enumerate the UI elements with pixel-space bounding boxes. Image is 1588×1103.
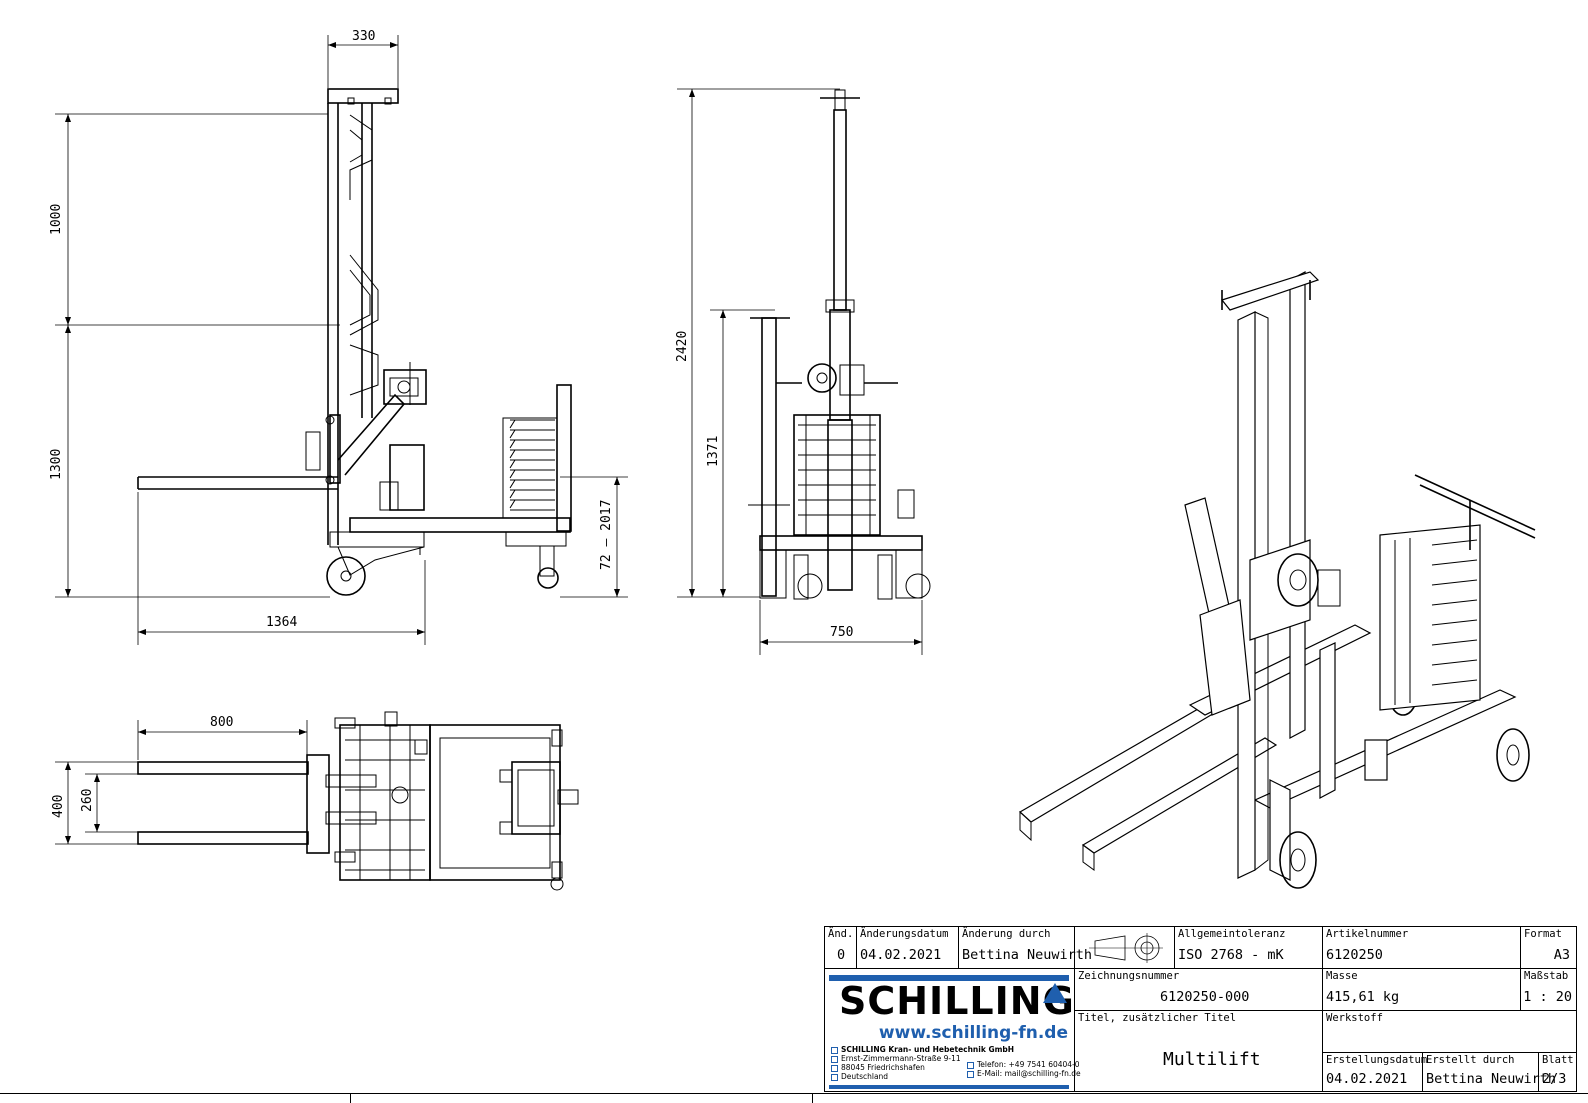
dim-overall-height: 2420	[675, 331, 690, 362]
dim-lower-height: 1300	[49, 449, 64, 480]
sheet-cell: Blatt 2/3	[1542, 1054, 1574, 1087]
company-logo-area: SCHILLING www.schilling-fn.de SCHILLING …	[825, 969, 1081, 1091]
changed-by-value: Bettina Neuwirth	[962, 947, 1093, 963]
dim-top-width: 330	[352, 29, 375, 44]
company-country: Deutschland	[841, 1072, 889, 1081]
format-value: A3	[1553, 947, 1570, 963]
company-phone: Telefon: +49 7541 60404-0	[977, 1060, 1080, 1069]
isometric-view	[1018, 271, 1536, 889]
company-name: SCHILLING Kran- und Hebetechnik GmbH	[841, 1045, 1015, 1054]
article-value: 6120250	[1326, 947, 1383, 963]
created-date-cell: Erstellungsdatum 04.02.2021	[1323, 1053, 1427, 1091]
dim-handle-height: 1371	[706, 436, 721, 467]
company-website: www.schilling-fn.de	[878, 1023, 1068, 1043]
title-block: Änd. 0 Änderungsdatum 04.02.2021 Änderun…	[824, 926, 1577, 1092]
change-date-value: 04.02.2021	[860, 947, 942, 963]
scale-value: 1 : 20	[1523, 989, 1572, 1005]
created-by-cell: Erstellt durch Bettina Neuwirth	[1423, 1053, 1556, 1091]
created-date-value: 04.02.2021	[1326, 1071, 1408, 1087]
sheet-value: 2/3	[1542, 1071, 1567, 1087]
title-cell: Titel, zusätzlicher Titel Multilift	[1075, 1011, 1323, 1091]
front-view: 2420 1371	[675, 88, 931, 655]
scale-cell: Maßstab 1 : 20	[1521, 969, 1576, 1011]
logo-bar	[829, 975, 1069, 981]
created-by-value: Bettina Neuwirth	[1426, 1071, 1557, 1087]
dim-upper-height: 1000	[49, 204, 64, 235]
border-tick	[350, 1093, 351, 1103]
dim-overall-length: 1364	[266, 615, 297, 630]
dim-fork-length: 800	[210, 715, 233, 730]
border-tick	[812, 1093, 813, 1103]
dim-inner-width: 260	[80, 789, 95, 812]
projection-symbol-cell	[1075, 927, 1175, 969]
change-date-cell: Änderungsdatum 04.02.2021	[857, 927, 959, 969]
company-email: E-Mail: mail@schilling-fn.de	[977, 1069, 1081, 1078]
logo-bottom-bar	[829, 1085, 1069, 1089]
mass-value: 415,61 kg	[1326, 989, 1400, 1005]
drawing-number-cell: Zeichnungsnummer 6120250-000	[1075, 969, 1323, 1011]
mass-cell: Masse 415,61 kg	[1323, 969, 1521, 1011]
format-cell: Format A3	[1521, 927, 1576, 969]
company-city: 88045 Friedrichshafen	[841, 1063, 925, 1072]
article-cell: Artikelnummer 6120250	[1323, 927, 1521, 969]
drawing-number-value: 6120250-000	[1160, 989, 1250, 1005]
top-view: 800 400 260	[51, 711, 579, 891]
changed-by-cell: Änderung durch Bettina Neuwirth	[959, 927, 1092, 969]
dim-fork-range: 72 – 2017	[599, 500, 614, 570]
company-street: Ernst-Zimmermann-Straße 9-11	[841, 1054, 961, 1063]
side-view: 330	[49, 29, 628, 645]
sheet-border-line	[0, 1093, 1588, 1094]
projection-symbol-icon	[1089, 933, 1163, 963]
rev-cell: Änd. 0	[825, 927, 857, 969]
dim-outer-width: 400	[51, 795, 66, 818]
rev-value: 0	[837, 947, 846, 963]
tolerance-value: ISO 2768 - mK	[1178, 947, 1284, 963]
tolerance-cell: Allgemeintoleranz ISO 2768 - mK	[1175, 927, 1323, 969]
company-logo: SCHILLING	[839, 979, 1075, 1023]
material-cell: Werkstoff	[1323, 1011, 1576, 1053]
dim-width: 750	[830, 625, 853, 640]
logo-triangle-icon	[1043, 983, 1067, 1003]
drawing-title: Multilift	[1163, 1049, 1261, 1070]
